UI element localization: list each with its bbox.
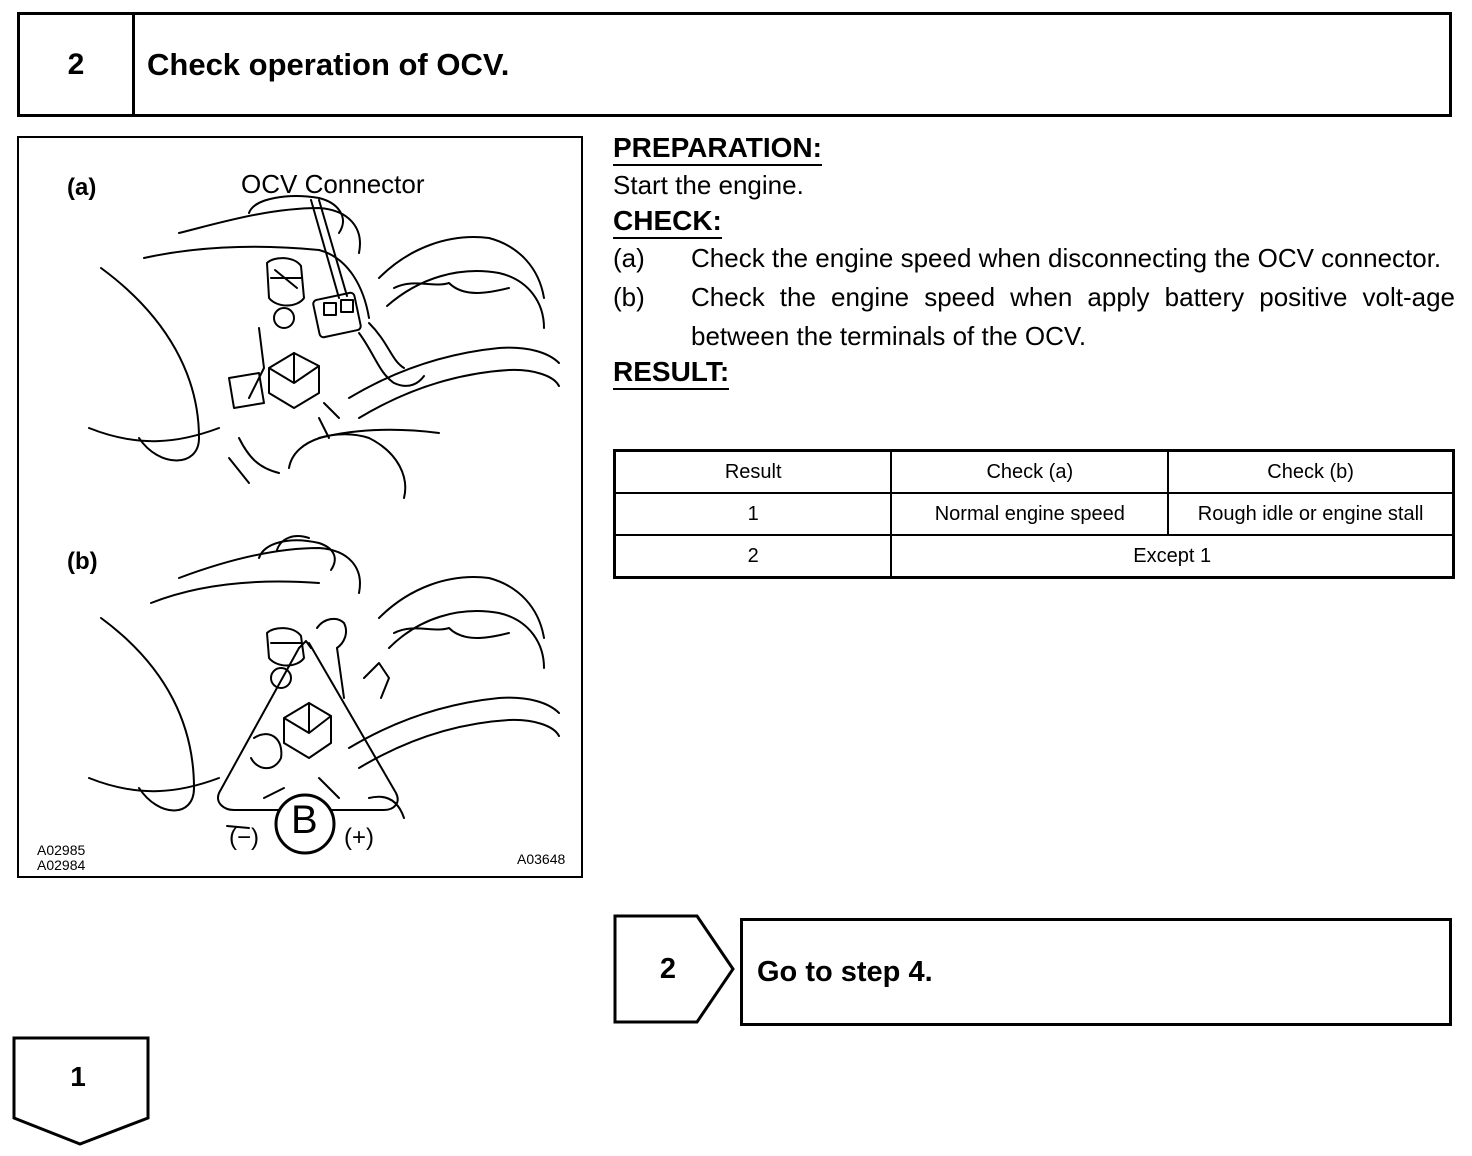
arrow-tab-shape: 2 <box>613 914 735 1024</box>
plus-terminal-label: (+) <box>344 824 374 851</box>
instructions: PREPARATION: Start the engine. CHECK: (a… <box>613 132 1455 390</box>
result-table: Result Check (a) Check (b) 1 Normal engi… <box>613 449 1455 579</box>
ocv-illustration: (a) OCV Connector (b) B (−) (+) A02985 A… <box>17 136 583 878</box>
table-header-row: Result Check (a) Check (b) <box>613 449 1455 494</box>
check-item-a-text: Check the engine speed when disconnectin… <box>691 243 1442 273</box>
engine-drawing <box>88 195 560 855</box>
table-cell: Rough idle or engine stall <box>1167 492 1455 536</box>
table-header: Check (b) <box>1167 449 1455 494</box>
check-heading: CHECK: <box>613 205 722 239</box>
battery-wiring <box>217 642 399 811</box>
check-item-a: (a) Check the engine speed when disconne… <box>613 239 1455 278</box>
panel-b-drawing <box>88 535 560 855</box>
check-item-b: (b) Check the engine speed when apply ba… <box>613 278 1455 356</box>
step-title: Check operation of OCV. <box>147 46 510 82</box>
result-1-number: 1 <box>70 1061 86 1092</box>
step-number: 2 <box>20 15 135 114</box>
figure-code-right: A03648 <box>517 851 566 867</box>
result-1-tab[interactable]: 1 <box>12 1036 152 1153</box>
table-header: Check (a) <box>890 449 1170 494</box>
check-item-b-label: (b) <box>613 282 645 312</box>
preparation-heading: PREPARATION: <box>613 132 822 166</box>
table-cell: Normal engine speed <box>890 492 1170 536</box>
minus-terminal-label: (−) <box>229 824 259 851</box>
figure-code-left: A02985 A02984 <box>37 843 85 873</box>
figure-code-2: A02984 <box>37 857 86 873</box>
panel-a-label: (a) <box>67 174 97 201</box>
ocv-connector-callout: OCV Connector <box>241 169 425 199</box>
table-row: 2 Except 1 <box>613 534 1455 579</box>
panel-b-label: (b) <box>67 548 98 575</box>
battery-label: B <box>291 798 318 842</box>
figure-code-1: A02985 <box>37 842 86 858</box>
table-row: 1 Normal engine speed Rough idle or engi… <box>613 492 1455 536</box>
table-cell: Except 1 <box>890 534 1455 579</box>
step-header: 2 Check operation of OCV. <box>17 12 1452 117</box>
check-item-b-text: Check the engine speed when apply batter… <box>691 282 1455 351</box>
goto-step-box[interactable]: Go to step 4. <box>740 918 1452 1026</box>
check-item-a-label: (a) <box>613 243 645 273</box>
table-cell: 2 <box>613 534 893 579</box>
table-header: Result <box>613 449 893 494</box>
goto-result-tab[interactable]: 2 <box>613 914 737 1031</box>
result-heading: RESULT: <box>613 356 730 390</box>
down-arrow-tab-shape: 1 <box>12 1036 150 1146</box>
table-cell: 1 <box>613 492 893 536</box>
goto-result-number: 2 <box>660 953 676 985</box>
preparation-text: Start the engine. <box>613 170 804 200</box>
panel-a-drawing <box>88 195 560 499</box>
